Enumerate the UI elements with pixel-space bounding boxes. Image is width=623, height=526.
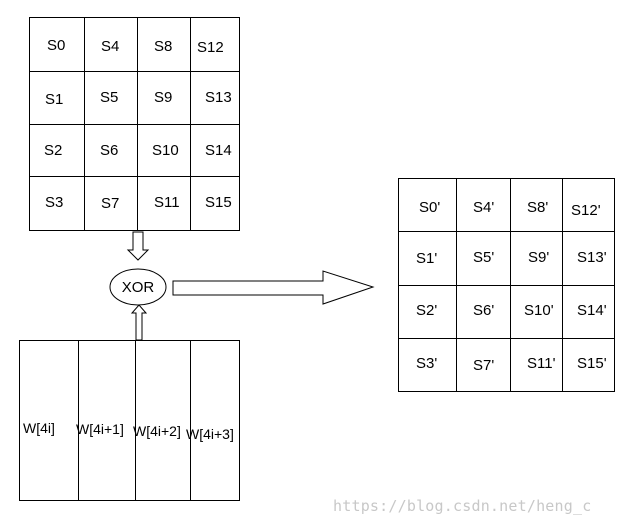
input-state-cell-label: S5 xyxy=(100,89,119,106)
output-state-cell-label: S12' xyxy=(571,202,601,219)
round-key-word-label: W[4i+2] xyxy=(133,423,181,439)
output-state-cell-label: S15' xyxy=(577,355,607,372)
input-state-cell-label: S6 xyxy=(100,142,119,159)
output-state-cell-label: S0' xyxy=(419,199,441,216)
input-state-cell-label: S11 xyxy=(154,194,180,211)
output-state-cell-label: S5' xyxy=(473,249,495,266)
up-arrow xyxy=(130,304,148,341)
input-state-cell-label: S8 xyxy=(154,38,173,55)
round-key-word-label: W[4i+1] xyxy=(76,421,124,437)
output-state-cell-label: S10' xyxy=(524,302,554,319)
input-state-cell-label: S1 xyxy=(45,91,64,108)
output-state-cell-label: S2' xyxy=(416,302,438,319)
output-state-cell-label: S9' xyxy=(528,249,550,266)
output-state-cell-label: S3' xyxy=(416,355,438,372)
right-arrow xyxy=(172,270,375,305)
input-state-cell-label: S2 xyxy=(44,142,63,159)
input-state-cell-label: S9 xyxy=(154,89,173,106)
input-state-cell-label: S15 xyxy=(205,194,232,211)
xor-label: XOR xyxy=(122,279,155,296)
output-state-cell-label: S14' xyxy=(577,302,607,319)
output-state-cell-label: S7' xyxy=(473,357,495,374)
input-state-cell-label: S14 xyxy=(205,142,232,159)
input-state-cell-label: S3 xyxy=(45,194,64,211)
output-state-cell-label: S11' xyxy=(527,355,556,372)
input-state-cell-label: S10 xyxy=(152,142,179,159)
output-state-cell-label: S1' xyxy=(416,250,438,267)
down-arrow xyxy=(126,231,150,261)
input-state-cell: S15 xyxy=(190,176,240,231)
input-state-cell-label: S4 xyxy=(101,38,120,55)
watermark: https://blog.csdn.net/heng_c xyxy=(333,497,592,515)
input-state-cell-label: S13 xyxy=(205,89,232,106)
round-key-word-label: W[4i] xyxy=(23,420,55,436)
round-key-column xyxy=(190,340,240,501)
input-state-cell-label: S0 xyxy=(47,37,66,54)
output-state-cell-label: S13' xyxy=(577,249,607,266)
output-state-cell-label: S6' xyxy=(473,302,495,319)
input-state-cell-label: S12 xyxy=(197,39,224,56)
output-state-cell-label: S8' xyxy=(527,199,549,216)
output-state-cell: S15' xyxy=(562,338,615,392)
input-state-cell-label: S7 xyxy=(101,195,120,212)
output-state-cell-label: S4' xyxy=(473,199,495,216)
round-key-word-label: W[4i+3] xyxy=(186,426,234,442)
xor-ellipse xyxy=(109,268,167,306)
